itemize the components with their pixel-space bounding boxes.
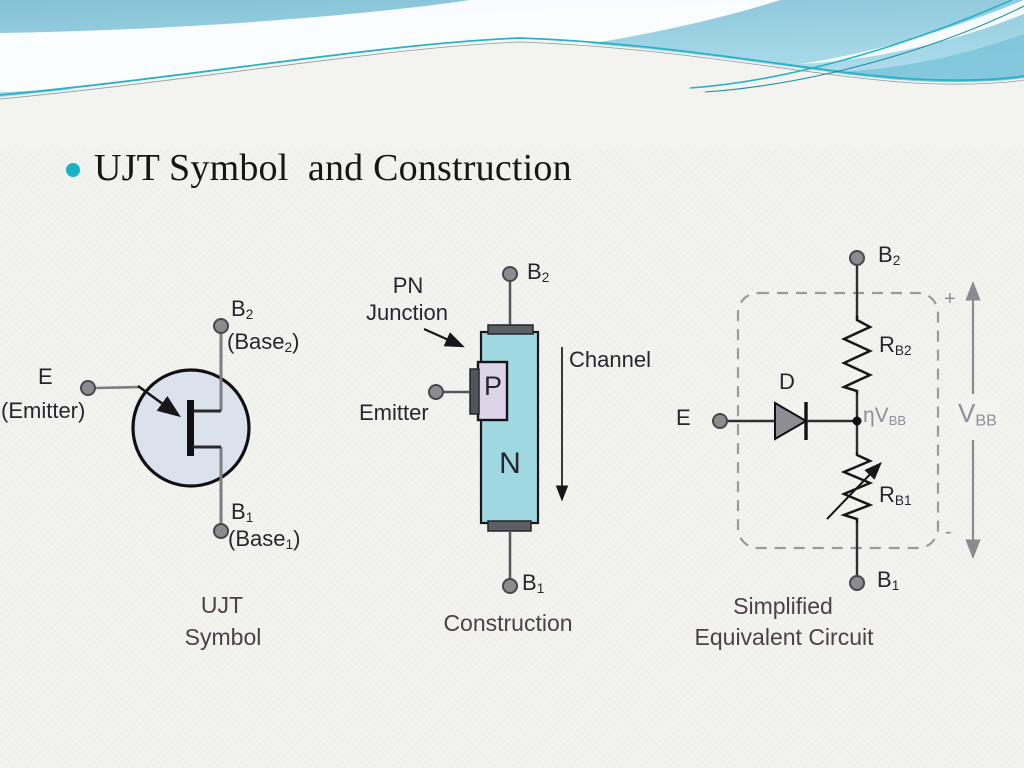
caption-ujt-symbol-line2: Symbol — [184, 624, 262, 650]
label-b1: B1 — [231, 499, 254, 525]
label-b2-construction: B2 — [527, 259, 550, 285]
label-eta-vbb: ηVBB — [863, 404, 907, 428]
right-teal-line-2 — [704, 5, 1024, 93]
label-e-circuit: E — [676, 405, 691, 430]
label-emitter-name: (Emitter) — [1, 398, 86, 423]
label-rb1: RB1 — [879, 482, 912, 508]
label-rb2: RB2 — [879, 332, 912, 358]
label-b1-circuit: B1 — [877, 567, 900, 593]
caption-equivalent-line1: Simplified — [733, 593, 833, 619]
emitter-arrow — [137, 384, 181, 418]
header-wave-decoration — [0, 0, 1024, 150]
terminal-dot-emitter — [428, 384, 444, 400]
node-dot — [852, 416, 862, 426]
terminal-dot-e — [80, 380, 96, 396]
label-e: E — [38, 364, 53, 389]
label-b2-circuit: B2 — [878, 242, 901, 268]
terminal-dot-b1 — [502, 578, 518, 594]
n-channel-body — [479, 330, 540, 525]
right-teal-line-1 — [689, 0, 1013, 89]
label-pn-line1: PN — [392, 273, 424, 298]
symbol-base-bar — [187, 400, 194, 456]
equivalent-circuit-diagram — [712, 250, 981, 591]
caption-ujt-symbol-line1: UJT — [200, 592, 244, 618]
dashed-boundary-box — [736, 291, 940, 550]
terminal-dot-b2 — [213, 318, 229, 334]
label-p-region: P — [483, 371, 503, 401]
label-pn-line2: Junction — [366, 300, 448, 325]
teal-accent-line — [0, 37, 1024, 96]
bottom-contact-cap — [487, 520, 532, 532]
resistor-rb2 — [840, 316, 873, 394]
top-contact-cap — [487, 324, 534, 335]
thin-accent-line — [0, 41, 1024, 100]
page-title: UJT Symbol and Construction — [94, 147, 572, 189]
construction-diagram — [423, 266, 569, 594]
diode-triangle — [774, 401, 808, 441]
label-channel: Channel — [569, 347, 651, 372]
label-minus: - — [945, 521, 952, 543]
caption-construction: Construction — [443, 610, 573, 636]
label-diode: D — [779, 369, 795, 394]
label-base1-name: (Base1) — [228, 526, 301, 552]
terminal-dot-b2 — [502, 266, 518, 282]
label-vbb: VBB — [955, 399, 1000, 429]
white-swoosh — [0, 0, 780, 92]
terminal-dot-b1 — [213, 523, 229, 539]
pn-junction-arrow — [423, 327, 465, 348]
terminal-dot-b2 — [849, 250, 865, 266]
emitter-contact-bar — [469, 368, 480, 415]
caption-equivalent-line2: Equivalent Circuit — [694, 624, 874, 650]
body-curve — [0, 40, 1024, 150]
emitter-lead — [94, 385, 141, 390]
variable-resistor-arrow — [826, 461, 882, 520]
terminal-dot-b1 — [849, 575, 865, 591]
label-b2: B2 — [231, 296, 254, 322]
label-n-region: N — [499, 447, 521, 480]
title-bullet-icon — [66, 163, 80, 177]
terminal-dot-e — [712, 413, 728, 429]
title-row: UJT Symbol and Construction — [66, 146, 572, 190]
label-b1-construction: B1 — [522, 570, 545, 596]
ujt-symbol-diagram — [80, 318, 251, 539]
label-plus: + — [944, 288, 956, 310]
label-base2-name: (Base2) — [227, 329, 300, 355]
label-emitter: Emitter — [359, 400, 429, 425]
